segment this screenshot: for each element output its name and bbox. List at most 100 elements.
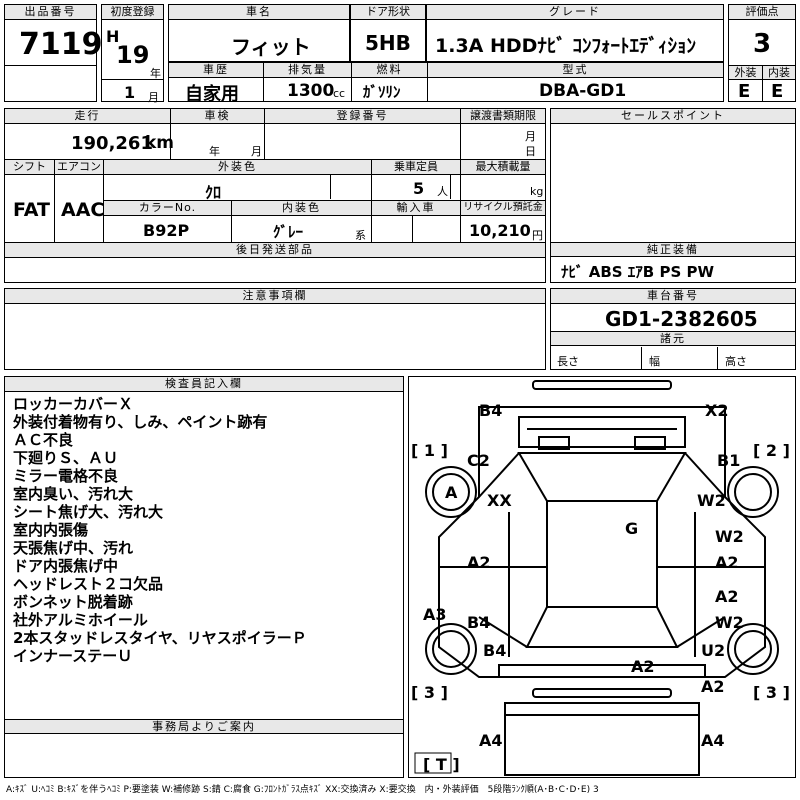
capacity: 5 xyxy=(413,179,425,198)
mark-b4-left-2: B4 xyxy=(483,641,507,660)
mark-a2-right-3: A2 xyxy=(701,677,725,696)
lot-box: 出品番号 7119 xyxy=(4,4,103,102)
history-label: 車歴 xyxy=(169,63,263,78)
inspector-note-line: 天張焦げ中、汚れ xyxy=(13,539,134,557)
spec-table: 走行 車検 登録番号 譲渡書類期限 190,261 km 年 月 月 日 シフト… xyxy=(4,108,546,283)
history-row: 車歴 排気量 燃料 型式 自家用 1300 cc ｶﾞｿﾘﾝ DBA-GD1 xyxy=(168,62,724,105)
history: 自家用 xyxy=(185,84,239,105)
score-box: 評価点 3 外装 内装 E E xyxy=(728,4,796,102)
month-unit: 月 xyxy=(148,91,159,104)
interior-label: 内装色 xyxy=(231,201,371,216)
load-label: 最大積載量 xyxy=(460,160,545,175)
fuel: ｶﾞｿﾘﾝ xyxy=(363,83,401,101)
shift: FAT xyxy=(13,199,50,221)
door-box: ドア形状 5HB xyxy=(350,4,426,62)
inspection-year-unit: 年 xyxy=(209,145,220,158)
load-unit: kg xyxy=(530,185,544,198)
mileage: 190,261 xyxy=(71,133,153,154)
first-reg-label: 初度登録 xyxy=(102,5,163,20)
divider xyxy=(5,65,96,66)
inspector-note-line: 室内内張傷 xyxy=(13,521,89,539)
divider xyxy=(412,216,413,242)
inspector-note-line: ヘッドレスト２コ欠品 xyxy=(13,575,164,593)
name-label: 車名 xyxy=(169,5,349,20)
divider xyxy=(427,63,428,101)
mark-a2-left-1: A2 xyxy=(467,553,491,572)
era: H xyxy=(106,27,120,46)
mark-a2-center: A2 xyxy=(631,657,655,676)
mark-w2-right-3: W2 xyxy=(715,613,744,632)
divider xyxy=(263,63,264,101)
mark-a-wheel: A xyxy=(445,483,458,502)
divider xyxy=(103,200,545,201)
divider xyxy=(5,159,545,160)
corner-label-front-right: [ 2 ] xyxy=(753,441,790,460)
mark-b4-front-left: B4 xyxy=(479,401,503,420)
first-reg-month: 1 xyxy=(124,83,136,102)
capacity-unit: 人 xyxy=(437,185,448,198)
later-parts-label: 後日発送部品 xyxy=(5,243,545,258)
divider xyxy=(351,63,352,101)
ac-label: エアコン xyxy=(54,160,103,175)
mark-a4-rear-left: A4 xyxy=(479,731,503,750)
recycle-amount: 10,210 xyxy=(469,221,531,240)
mark-xx: XX xyxy=(487,491,512,510)
inspector-note-line: ボンネット脱着跡 xyxy=(13,593,133,611)
mark-g-glass: G xyxy=(625,519,639,538)
transfer-month-unit: 月 xyxy=(525,130,536,143)
color-label: 外装色 xyxy=(103,160,371,175)
corner-label-rear-right: [ 3 ] xyxy=(753,683,790,702)
grade: 1.3A HDDﾅﾋﾞ ｺﾝﾌｫｰﾄｴﾃﾞｨｼｮﾝ xyxy=(435,35,697,57)
inspector-note-line: 室内臭い、汚れ大 xyxy=(13,485,134,503)
color-no-label: カラーNo. xyxy=(103,201,231,216)
mark-c2: C2 xyxy=(467,451,490,470)
interior-suffix: 系 xyxy=(355,229,366,242)
int-score: E xyxy=(771,81,784,102)
car-diagram: [ 1 ] [ 2 ] [ 3 ] [ 3 ] [ T ] B4 X2 C2 B… xyxy=(408,376,796,778)
door-label: ドア形状 xyxy=(351,5,425,20)
divider xyxy=(231,201,232,242)
interior-color: ｸﾞﾚｰ xyxy=(273,223,304,241)
divider xyxy=(450,175,451,199)
lot-number: 7119 xyxy=(19,27,103,62)
divider xyxy=(460,109,461,159)
car-name: フィット xyxy=(231,35,311,59)
inspector-note-line: 社外アルミホイール xyxy=(13,611,148,629)
mark-a2-right-1: A2 xyxy=(715,553,739,572)
chassis-number: GD1-2382605 xyxy=(605,307,758,331)
capacity-label: 乗車定員 xyxy=(371,160,460,175)
chassis-label: 車台番号 xyxy=(551,289,795,304)
mark-w2-right-1: W2 xyxy=(697,491,726,510)
car-outline xyxy=(414,380,779,776)
first-reg-box: 初度登録 H 19 年 1 月 xyxy=(101,4,164,104)
divider xyxy=(102,79,163,80)
inspector-note-line: ロッカーカバーＸ xyxy=(13,395,134,413)
km-unit: km xyxy=(145,133,175,153)
divider xyxy=(170,109,171,159)
mark-u2: U2 xyxy=(701,641,726,660)
transfer-day-unit: 日 xyxy=(525,145,536,158)
ext-label: 外装 xyxy=(729,65,762,80)
int-label: 内装 xyxy=(762,65,795,80)
notes-box: 注意事項欄 xyxy=(4,288,546,370)
inspector-note-line: インナーステーＵ xyxy=(13,647,133,665)
cc-unit: cc xyxy=(333,87,346,100)
ext-score: E xyxy=(738,81,751,102)
inspector-note-line: 外装付着物有り、しみ、ペイント跡有 xyxy=(13,413,268,431)
model: DBA-GD1 xyxy=(539,81,627,101)
inspector-label: 検査員記入欄 xyxy=(5,377,403,392)
inspector-note-line: シート焦げ大、汚れ大 xyxy=(13,503,164,521)
inspector-note-line: 下廻りＳ、ＡＵ xyxy=(13,449,119,467)
door-type: 5HB xyxy=(365,31,411,55)
divider xyxy=(762,65,763,101)
lot-label: 出品番号 xyxy=(5,5,96,20)
displacement-label: 排気量 xyxy=(263,63,351,78)
length-label: 長さ xyxy=(557,355,579,368)
displacement: 1300 xyxy=(287,81,335,101)
sales-box: セールスポイント 純正装備 ﾅﾋﾞ ABS ｴｱB PS PW xyxy=(550,108,796,283)
score: 3 xyxy=(753,29,772,59)
legend: A:ｷｽﾞ U:ﾍｺﾐ B:ｷｽﾞを伴うﾍｺﾐ P:要塗装 W:補修跡 S:錆 … xyxy=(6,785,599,795)
transfer-label: 譲渡書類期限 xyxy=(460,109,545,124)
trunk-label: [ T ] xyxy=(423,755,460,774)
